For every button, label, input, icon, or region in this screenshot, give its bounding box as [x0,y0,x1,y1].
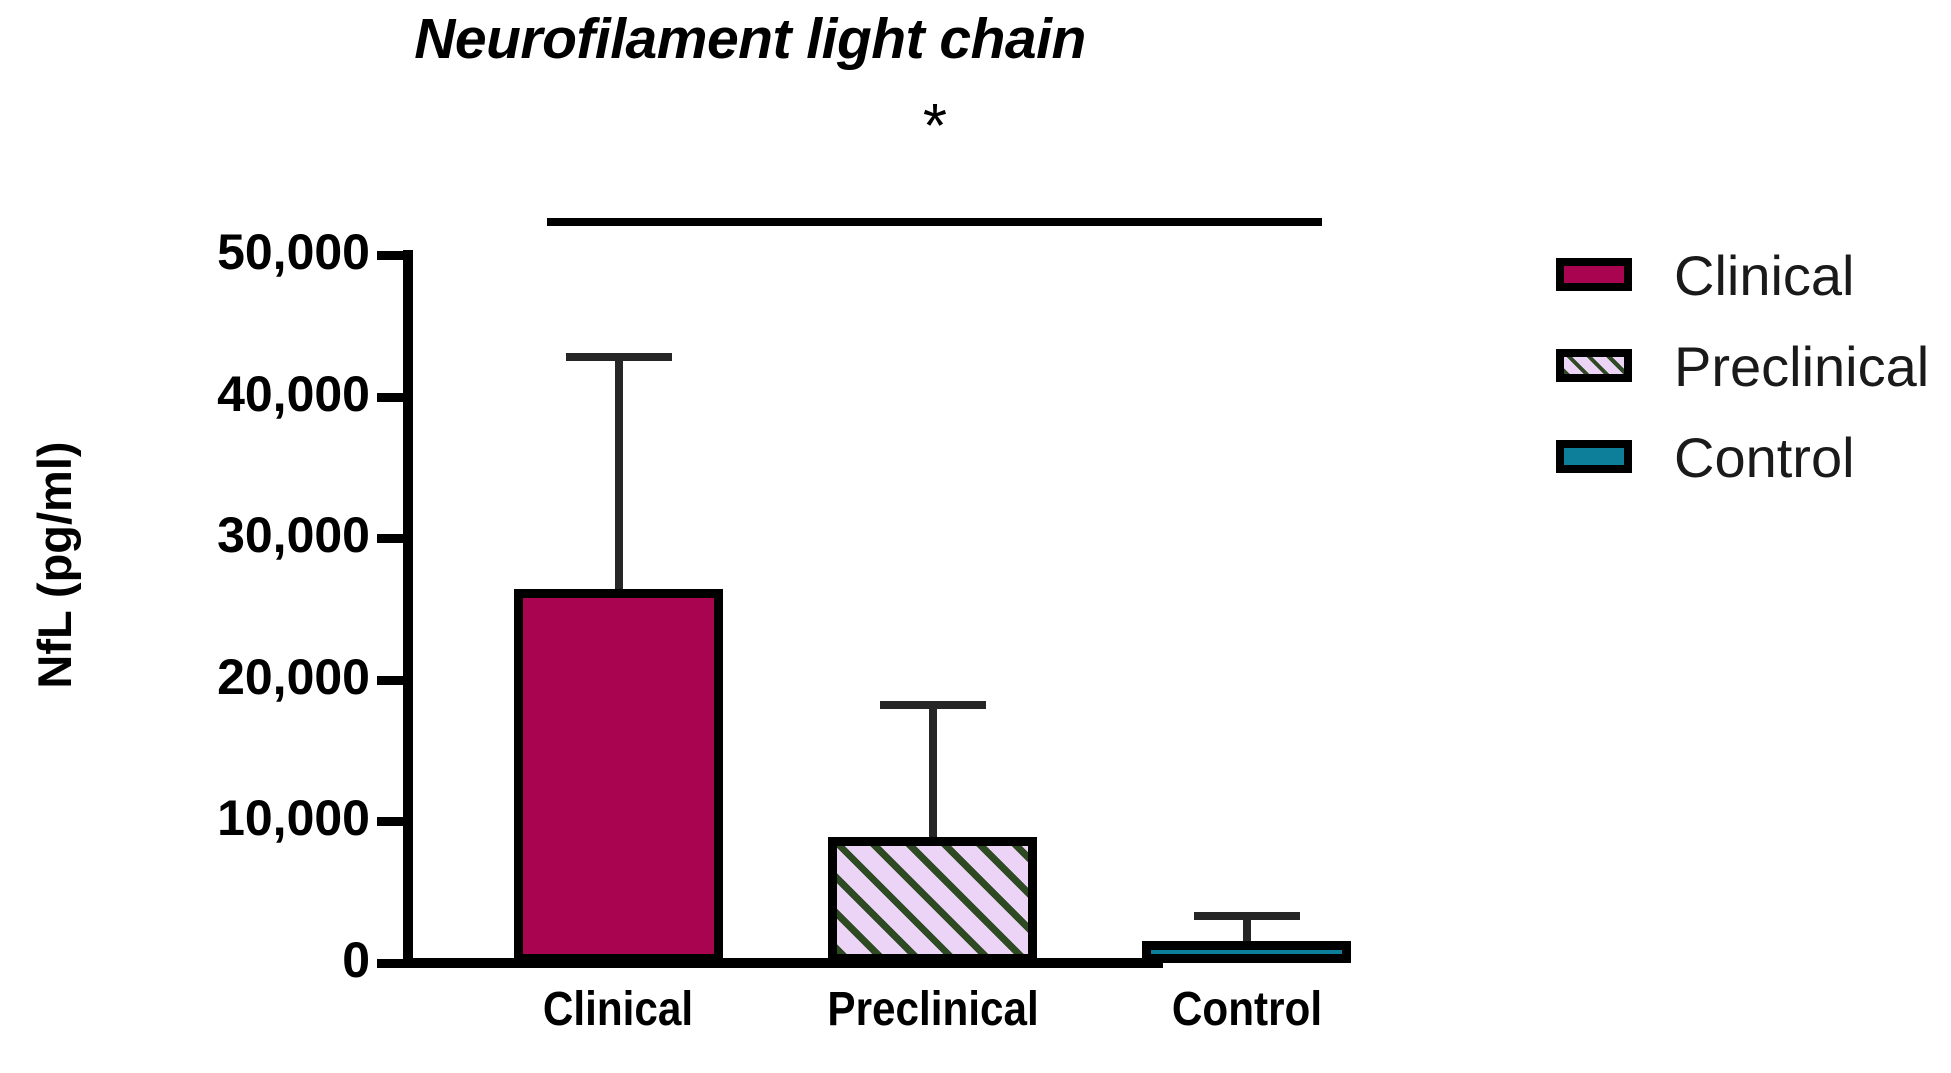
error-bar-stem-control [1243,912,1251,963]
x-axis-label-clinical: Clinical [542,983,694,1036]
legend-swatch-clinical-icon [1556,258,1632,291]
y-tick-label-20000: 20,000 [217,649,370,705]
legend-label-preclinical: Preclinical [1674,335,1930,398]
legend-label-clinical: Clinical [1674,244,1855,307]
bar-control [1142,941,1351,963]
y-axis-title: NfL (pg/ml) [28,441,81,689]
y-tick-0 [377,959,404,968]
error-bar-cap-clinical [566,353,672,361]
x-axis-label-control: Control [1171,983,1323,1036]
significance-asterisk: * [922,92,948,161]
x-axis-line [403,958,1163,968]
error-bar-cap-preclinical [880,701,986,709]
y-tick-40000 [377,393,404,402]
y-tick-label-0: 0 [342,932,370,988]
page-title: Neurofilament light chain [414,7,1086,71]
y-tick-20000 [377,676,404,685]
error-bar-stem-preclinical [929,701,937,963]
legend-swatch-control-icon [1556,440,1632,473]
y-tick-label-50000: 50,000 [217,224,370,280]
bar-preclinical [828,837,1037,963]
significance-bracket-line [547,218,1322,226]
error-bar-cap-control [1194,912,1300,920]
y-tick-label-30000: 30,000 [217,507,370,563]
x-axis-label-preclinical: Preclinical [827,983,1039,1036]
legend-label-control: Control [1674,426,1855,489]
y-tick-30000 [377,534,404,543]
y-axis-line [403,250,413,968]
plot-area: 0 10,000 20,000 30,000 40,000 50,000 NfL… [28,224,1351,1036]
error-bar-stem-clinical [615,353,623,593]
y-tick-label-40000: 40,000 [217,366,370,422]
bar-clinical [514,589,723,963]
y-tick-10000 [377,817,404,826]
y-tick-label-10000: 10,000 [217,790,370,846]
y-tick-50000 [377,251,404,260]
legend-swatch-preclinical-icon [1556,349,1632,382]
